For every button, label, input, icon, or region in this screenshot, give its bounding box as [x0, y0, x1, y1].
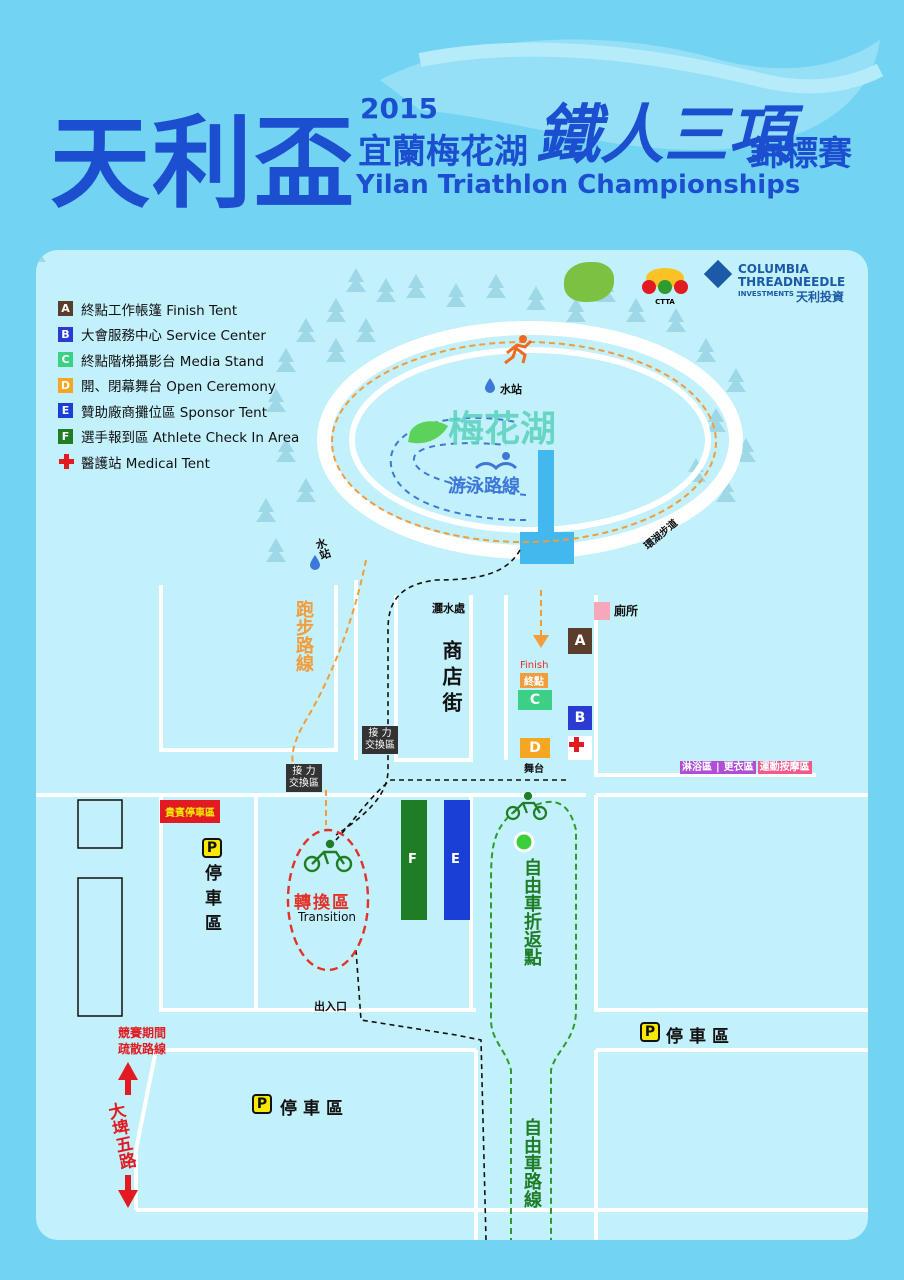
stage-d: D	[520, 738, 550, 758]
legend-row: B 大會服務中心 Service Center	[58, 322, 299, 348]
swim-start-dock	[520, 532, 574, 564]
bike-route-line	[490, 800, 577, 1240]
iron-triathlon-title: 鐵人三項	[536, 99, 792, 173]
legend-key-badge: B	[58, 326, 73, 342]
parking-label-left: 停車區	[201, 864, 221, 939]
sponsor-name-2: THREADNEEDLE	[738, 275, 846, 289]
sprinkler-label: 灑水處	[432, 602, 465, 615]
header-wave-decoration	[380, 39, 884, 151]
arrow-down-icon	[118, 1175, 138, 1208]
sponsor-cube-icon	[703, 259, 733, 289]
legend-row: F 選手報到區 Athlete Check In Area	[58, 424, 299, 450]
toilet-icon	[594, 602, 610, 620]
vip-parking-label: 貴賓停車區	[160, 800, 220, 823]
shop-street-label: 商店街	[439, 640, 463, 718]
finish-zh-label: 終點	[520, 673, 548, 688]
legend-label: 終點工作帳篷 Finish Tent	[81, 302, 238, 319]
lake-leaf-icon	[408, 421, 448, 444]
legend-label: 終點階梯攝影台 Media Stand	[81, 353, 264, 370]
arrow-up-icon	[118, 1062, 138, 1095]
relay-route-line	[335, 549, 566, 1240]
sponsor-name-1: COLUMBIA	[738, 262, 809, 276]
exit-label: 出入口	[314, 1000, 347, 1013]
parking-label-bottom: 停車區	[280, 1099, 349, 1119]
swim-route-label: 游泳路線	[448, 476, 520, 497]
massage-area: 運動按摩區	[757, 761, 812, 774]
showers-labels: 淋浴區|更衣區運動按摩區	[680, 758, 812, 774]
race-route-note-2: 疏散路線	[118, 1042, 167, 1056]
finish-en-label: Finish	[520, 660, 549, 671]
transition-en-label: Transition	[298, 910, 357, 924]
service-center-b: B	[568, 706, 592, 730]
tent-e	[444, 800, 470, 920]
bike-icon-turn	[505, 791, 548, 821]
bike-icon-transition	[303, 839, 353, 873]
runner-icon	[504, 335, 533, 365]
swim-route-line	[389, 416, 527, 521]
legend-row: E 贊助廠商攤位區 Sponsor Tent	[58, 398, 299, 424]
subtitle-en: Yilan Triathlon Championships	[356, 170, 801, 200]
sponsor-name-zh: 天利投資	[796, 290, 845, 304]
parking-label-right: 停車區	[666, 1027, 735, 1047]
ctta-logo: CTTA	[640, 258, 690, 308]
legend-label: 開、閉幕舞台 Open Ceremony	[81, 379, 276, 396]
medical-tent-icon	[568, 736, 592, 760]
parking-icon-left: P	[202, 838, 222, 858]
media-stand-c: C	[518, 690, 552, 710]
title-main: 天利盃	[50, 105, 356, 222]
toilet-label: 廁所	[614, 604, 639, 618]
championships-zh: 錦標賽	[750, 134, 852, 174]
legend-label: 醫護站 Medical Tent	[81, 455, 210, 472]
transition-zone-outline	[286, 828, 370, 972]
sponsor-name-3: INVESTMENTS	[738, 290, 794, 298]
parking-icon-bottom: P	[252, 1094, 272, 1114]
legend-row: C 終點階梯攝影台 Media Stand	[58, 347, 299, 373]
tent-f-label: F	[408, 852, 417, 867]
header: 天利盃 2015 宜蘭梅花湖 鐵人三項 錦標賽 Yilan Triathlon …	[0, 0, 904, 240]
legend-label: 大會服務中心 Service Center	[81, 328, 266, 345]
meihua-lake-logo	[564, 262, 614, 302]
run-route-label: 跑步路線	[293, 600, 314, 672]
bike-turn-point	[513, 831, 535, 853]
divider: |	[714, 761, 722, 774]
subtitle-zh: 宜蘭梅花湖	[358, 132, 528, 172]
legend-label: 選手報到區 Athlete Check In Area	[81, 430, 300, 447]
swimmer-icon	[474, 452, 518, 471]
venue-map: CTTA COLUMBIA THREADNEEDLE INVESTMENTS 天…	[36, 250, 868, 1240]
tent-e-label: E	[451, 852, 460, 867]
lake-name: 梅花湖	[448, 409, 557, 450]
water-drop-icon-left	[310, 555, 320, 570]
tent-f	[401, 800, 427, 920]
legend-row: A 終點工作帳篷 Finish Tent	[58, 296, 299, 322]
tree-icons	[36, 250, 756, 562]
sponsor-logo: COLUMBIA THREADNEEDLE INVESTMENTS 天利投資	[703, 259, 858, 312]
bike-turn-label: 自由車折返點	[521, 858, 542, 966]
swim-pier	[538, 450, 554, 540]
legend-key-badge: F	[58, 428, 73, 444]
map-drawing	[36, 250, 868, 1240]
legend-key-badge: C	[58, 352, 73, 368]
relay-exchange-tag-1: 接 力 交換區	[362, 726, 398, 754]
water-drop-icon-top	[485, 378, 495, 393]
legend-row: 醫護站 Medical Tent	[58, 449, 299, 475]
transition-zh-label: 轉換區	[294, 893, 351, 913]
legend-key-badge: A	[58, 301, 73, 317]
water-station-top: 水站	[500, 383, 522, 396]
relay-exchange-tag-2: 接 力 交換區	[286, 764, 322, 792]
ctta-label: CTTA	[655, 298, 675, 306]
stage-label: 舞台	[524, 764, 544, 775]
legend-key-badge: D	[58, 377, 73, 393]
changing-area: 更衣區	[721, 761, 756, 774]
medical-cross-icon	[58, 453, 75, 470]
shower-area: 淋浴區	[680, 761, 714, 774]
parking-icon-right: P	[640, 1022, 660, 1042]
legend-key-badge: E	[58, 403, 73, 419]
legend-label: 贊助廠商攤位區 Sponsor Tent	[81, 404, 267, 421]
legend-row: D 開、閉幕舞台 Open Ceremony	[58, 373, 299, 399]
race-route-note-1: 競賽期間	[118, 1026, 167, 1040]
legend-tent-a: A	[568, 628, 592, 654]
bike-route-label: 自由車路線	[521, 1118, 542, 1208]
event-year: 2015	[360, 92, 438, 125]
